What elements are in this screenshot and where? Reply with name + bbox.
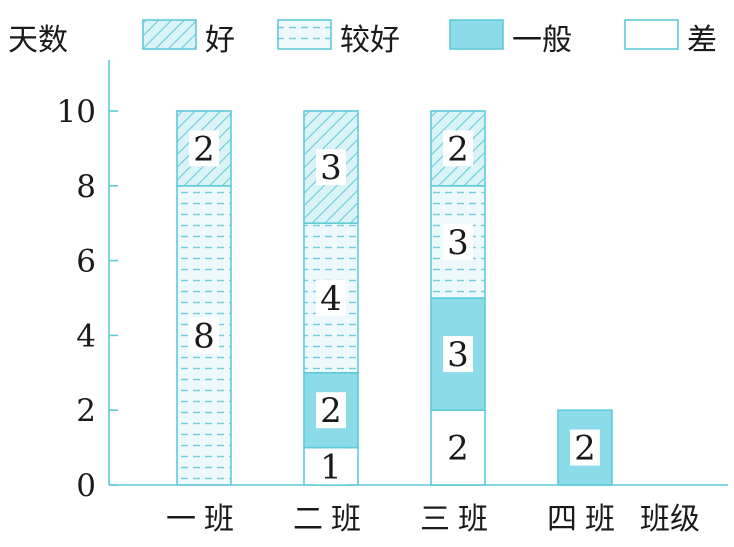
y-axis-label: 天数 [8, 23, 68, 58]
data-label-bg [570, 429, 600, 466]
x-axis-label: 班级 [640, 502, 700, 537]
x-tick-label: 三班 [420, 502, 496, 537]
data-label-bg [316, 448, 346, 485]
data-label: 2 [447, 129, 469, 169]
data-label-bg [316, 149, 346, 186]
bars: 8 2 1 2 4 3 2 3 3 2 2 [176, 110, 613, 487]
data-label: 2 [320, 391, 342, 431]
y-tick-label: 4 [76, 318, 96, 354]
legend-swatch [277, 19, 332, 50]
data-label-bg [316, 280, 346, 316]
data-label-bg [443, 336, 473, 373]
legend-label: 较好 [340, 23, 400, 58]
x-tick-label: 四班 [547, 502, 623, 537]
axes: 0 2 4 6 8 10 [57, 60, 728, 504]
legend-label: 一般 [512, 23, 572, 58]
y-tick-label: 8 [76, 169, 96, 205]
data-label-bg [443, 429, 473, 466]
data-label: 4 [320, 279, 342, 319]
data-label-bg [316, 392, 346, 429]
data-label: 2 [574, 429, 596, 469]
data-label: 2 [193, 129, 215, 169]
data-label-bg [443, 130, 473, 167]
x-tick-label: 一班 [166, 502, 242, 537]
y-tick-label: 6 [76, 244, 96, 280]
data-label: 3 [320, 148, 342, 188]
legend-label: 好 [205, 23, 235, 58]
data-label: 3 [447, 335, 469, 375]
legend: 好 较好 一般 差 [142, 19, 717, 58]
data-label-bg [189, 130, 219, 167]
x-tick-labels: 一班 二班 三班 四班 [166, 502, 623, 537]
legend-label: 差 [687, 23, 717, 58]
legend-swatch [142, 19, 197, 50]
y-tick-label: 2 [76, 393, 96, 429]
y-tick-label: 10 [57, 94, 96, 130]
x-tick-label: 二班 [293, 502, 369, 537]
legend-swatch [449, 19, 504, 50]
data-label: 8 [193, 316, 215, 356]
data-label-bg [443, 223, 473, 260]
y-tick-label: 0 [76, 468, 96, 504]
legend-swatch [624, 19, 679, 50]
data-label: 2 [447, 429, 469, 469]
data-label: 3 [447, 223, 469, 263]
data-label: 1 [320, 447, 342, 487]
data-label-bg [189, 317, 219, 354]
